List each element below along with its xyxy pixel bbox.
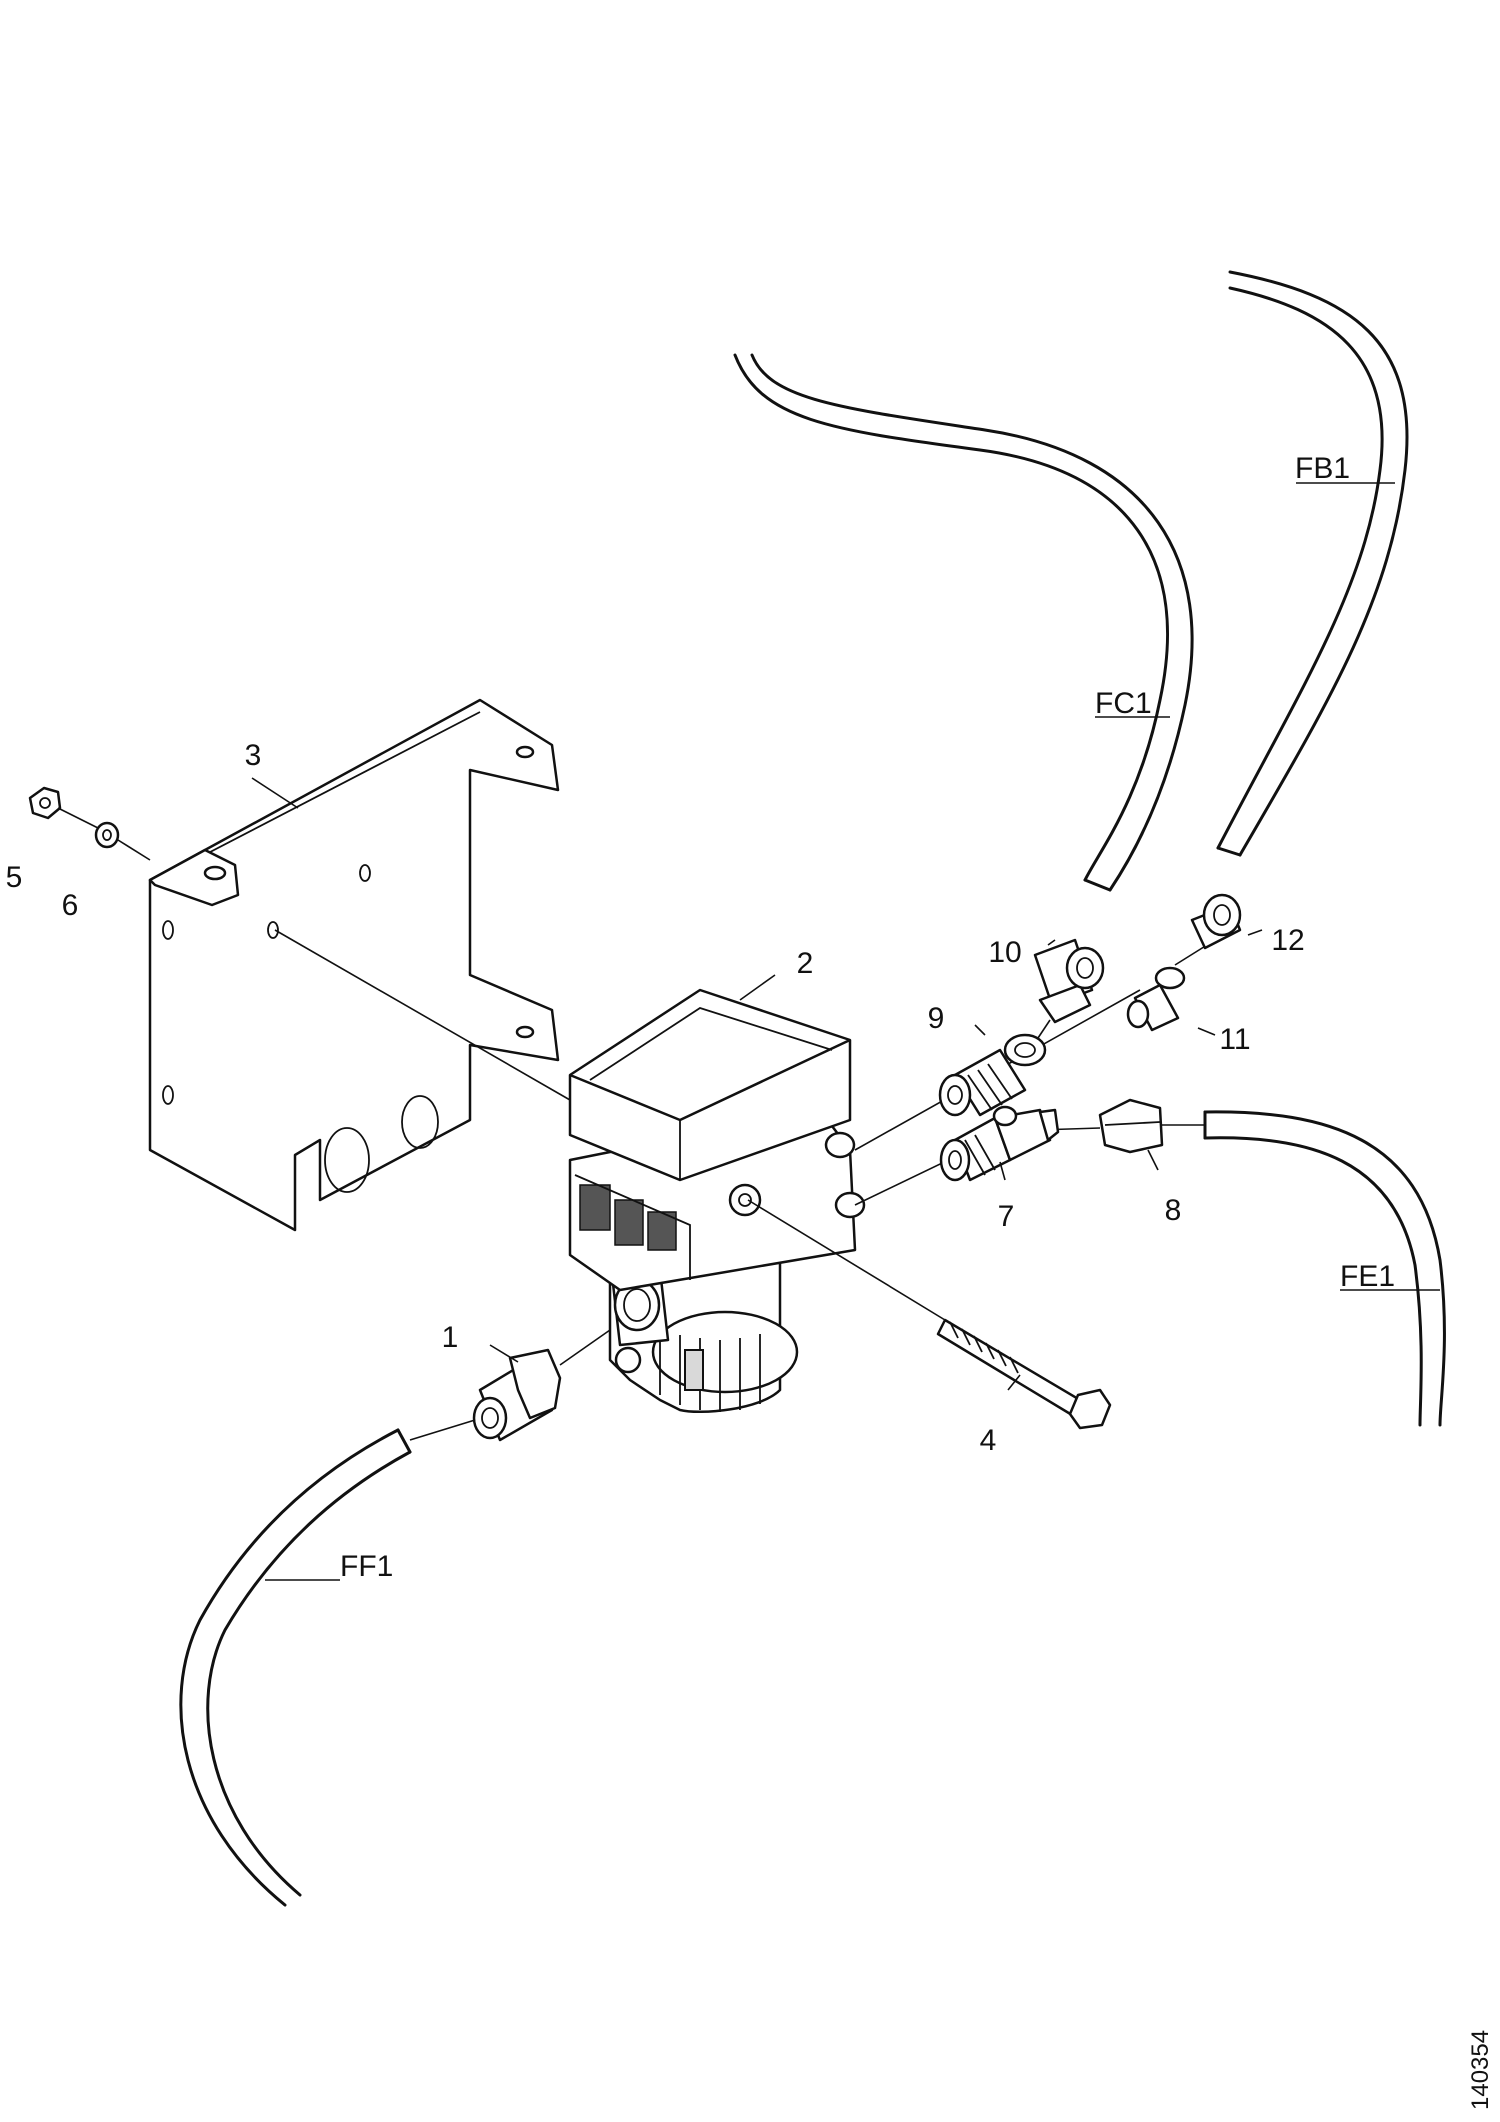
callout-9: 9	[928, 1002, 945, 1035]
tee-fitting-7	[939, 1105, 1060, 1182]
label-fb1: FB1	[1295, 452, 1350, 485]
label-fc1: FC1	[1095, 687, 1152, 720]
callout-5: 5	[6, 861, 23, 894]
push-fitting-12	[1190, 893, 1242, 950]
fitting-1	[409, 1329, 611, 1442]
nut-fitting-8	[1098, 1098, 1164, 1154]
document-id: 140354	[1467, 2030, 1494, 2110]
elbow-fitting-9	[938, 1033, 1047, 1117]
nut	[28, 786, 62, 820]
hose-fe1	[1203, 1110, 1446, 1427]
label-ff1: FF1	[340, 1550, 393, 1583]
callout-7: 7	[998, 1200, 1015, 1233]
callout-11: 11	[1219, 1023, 1250, 1056]
bolt	[747, 1199, 1112, 1430]
callout-12: 12	[1271, 924, 1304, 957]
hose-ff1	[179, 1428, 412, 1907]
push-fitting-10	[1033, 938, 1105, 1024]
callout-8: 8	[1165, 1194, 1182, 1227]
elbow-fitting-11	[1126, 966, 1186, 1032]
callout-1: 1	[442, 1321, 459, 1354]
valve-assembly	[568, 988, 866, 1414]
callout-6: 6	[62, 889, 79, 922]
callout-3: 3	[245, 739, 262, 772]
washer	[94, 821, 120, 849]
hose-fc1	[733, 353, 1194, 892]
callout-2: 2	[797, 947, 814, 980]
callout-4: 4	[980, 1424, 997, 1457]
hose-fb1	[1216, 270, 1409, 857]
mounting-bracket	[148, 698, 560, 1232]
label-fe1: FE1	[1340, 1260, 1395, 1293]
callout-10: 10	[988, 936, 1021, 969]
